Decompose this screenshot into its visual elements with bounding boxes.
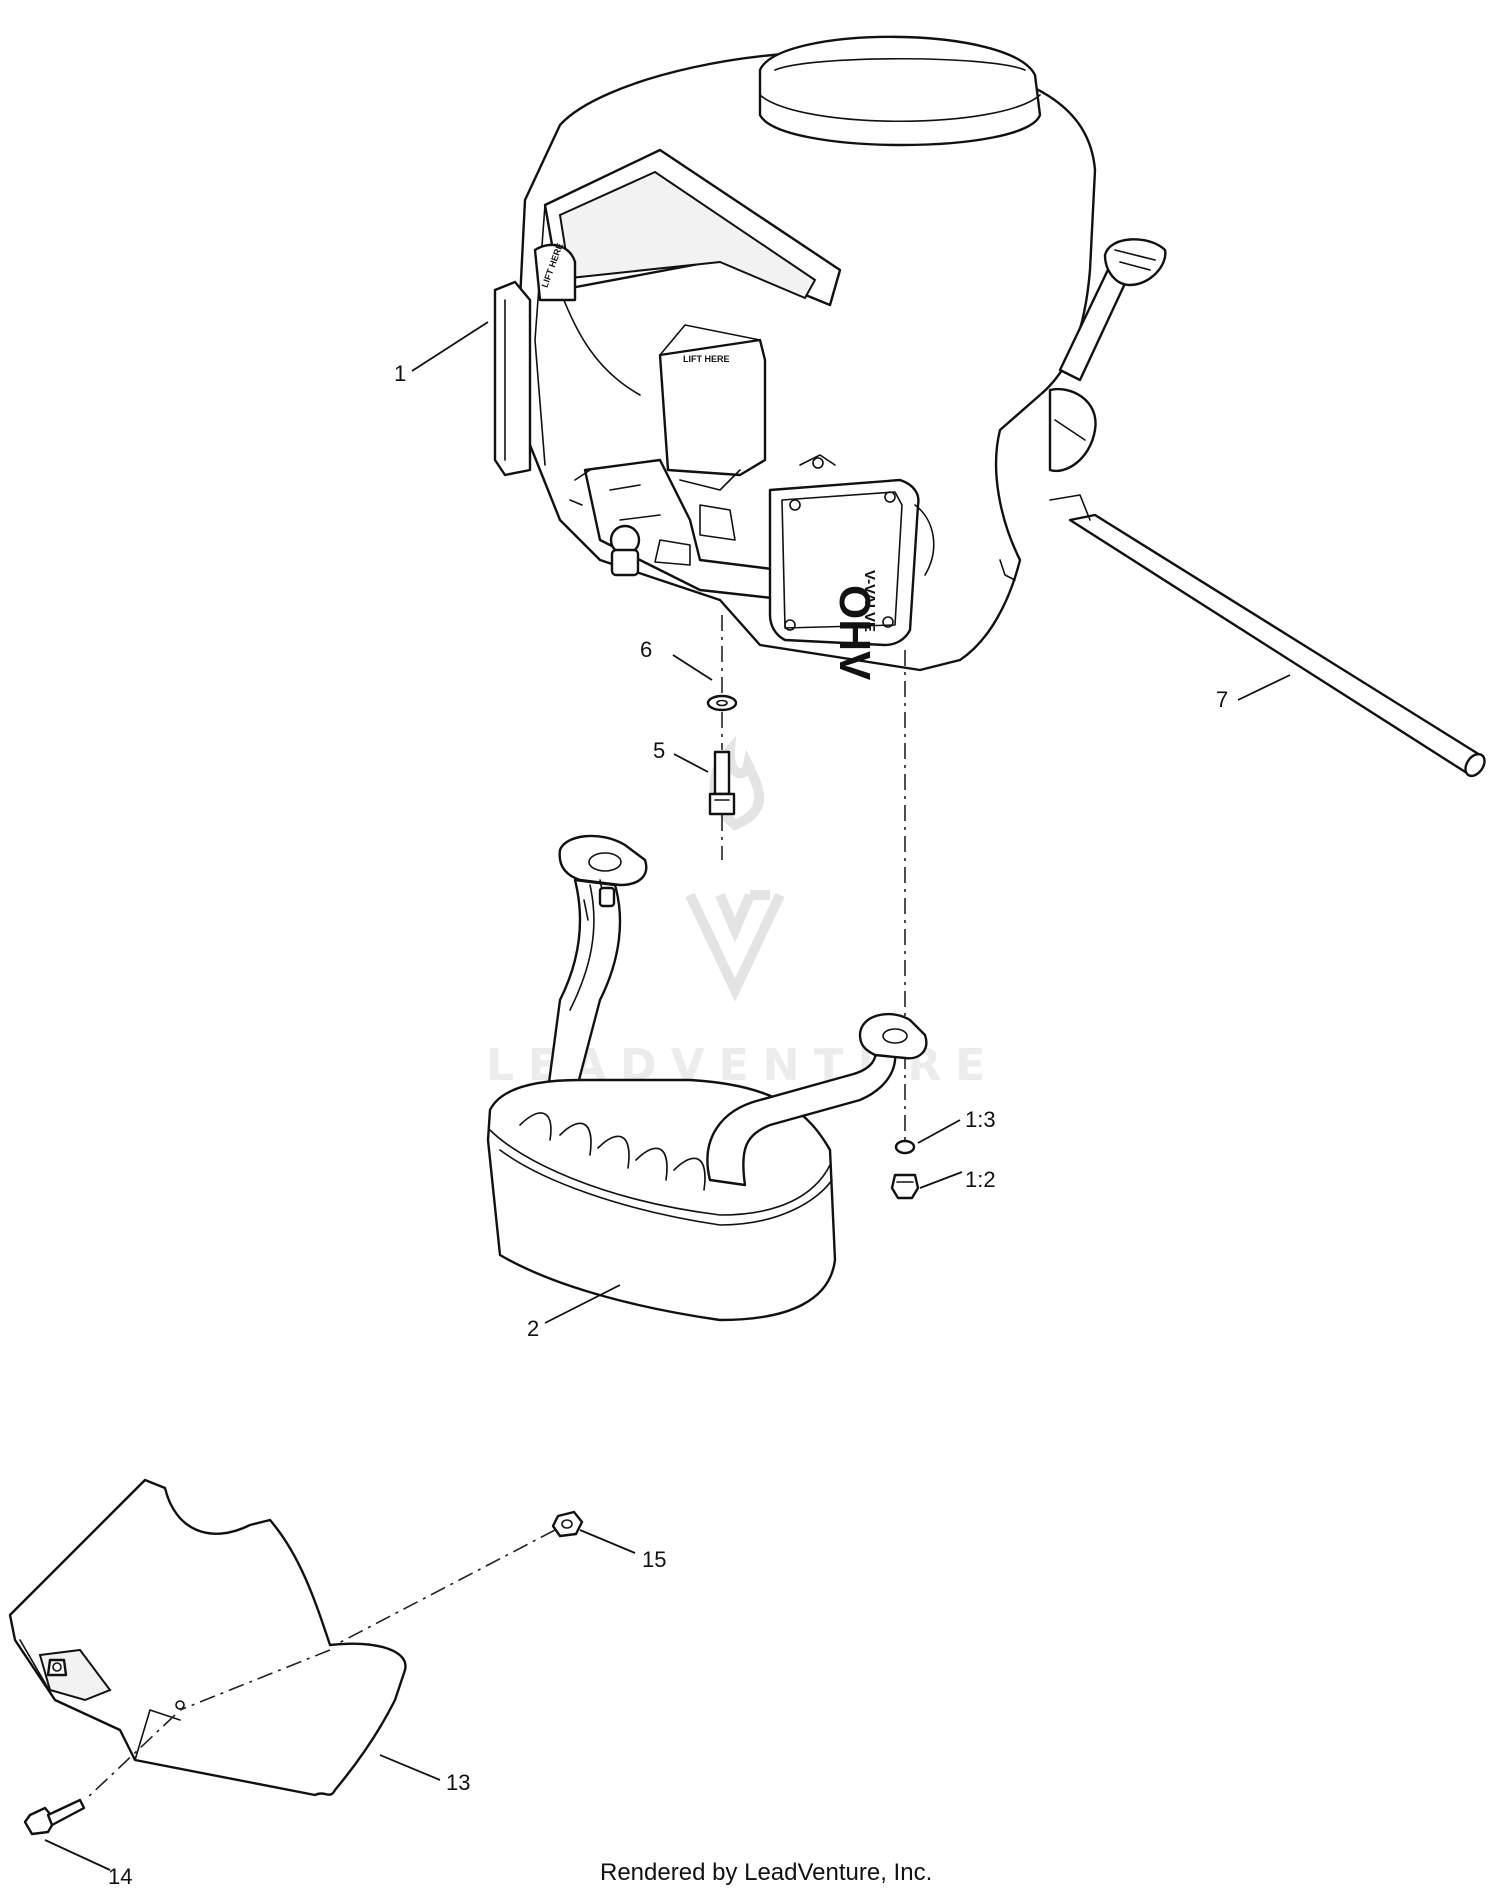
lift-here-tab-upper: LIFT HERE	[533, 242, 577, 302]
item-15-nut	[551, 1510, 584, 1538]
lift-here-tab-lower: LIFT HERE	[658, 324, 767, 477]
callout-7: 7	[1216, 687, 1228, 712]
callout-5: 5	[653, 738, 665, 763]
item-6-washer	[706, 694, 738, 712]
callout-15: 15	[642, 1547, 666, 1572]
callout-6: 6	[640, 637, 652, 662]
ohv-label: OHV	[830, 585, 879, 681]
item-14-bolt	[23, 1798, 86, 1836]
item-2-muffler	[486, 834, 928, 1322]
callout-1: 1	[394, 361, 406, 386]
valve-cover: OHV V-VALVE	[768, 478, 920, 681]
item-13-heat-shield	[8, 1478, 407, 1797]
item-7-tube	[1049, 494, 1486, 778]
callout-1-3: 1:3	[965, 1107, 996, 1132]
alignment-line-shield-nut	[179, 1529, 556, 1711]
v-valve-label: V-VALVE	[861, 570, 878, 632]
oil-fill-tube	[1048, 238, 1167, 473]
callout-13: 13	[446, 1770, 470, 1795]
footer-credit: Rendered by LeadVenture, Inc.	[600, 1859, 932, 1886]
alignment-line-shield-bolt	[84, 1714, 176, 1801]
item-1-3-washer	[894, 1139, 916, 1155]
engine-assembly: LIFT HERE LIFT HERE OHV V-VALVE	[493, 35, 1486, 778]
lift-here-label-lower: LIFT HERE	[683, 354, 730, 364]
item-5-screw	[708, 750, 736, 816]
item-1-2-nut	[890, 1173, 920, 1200]
leader-lines	[44, 321, 1291, 1871]
callout-2: 2	[527, 1316, 539, 1341]
callout-1-2: 1:2	[965, 1167, 996, 1192]
callout-14: 14	[108, 1864, 132, 1889]
